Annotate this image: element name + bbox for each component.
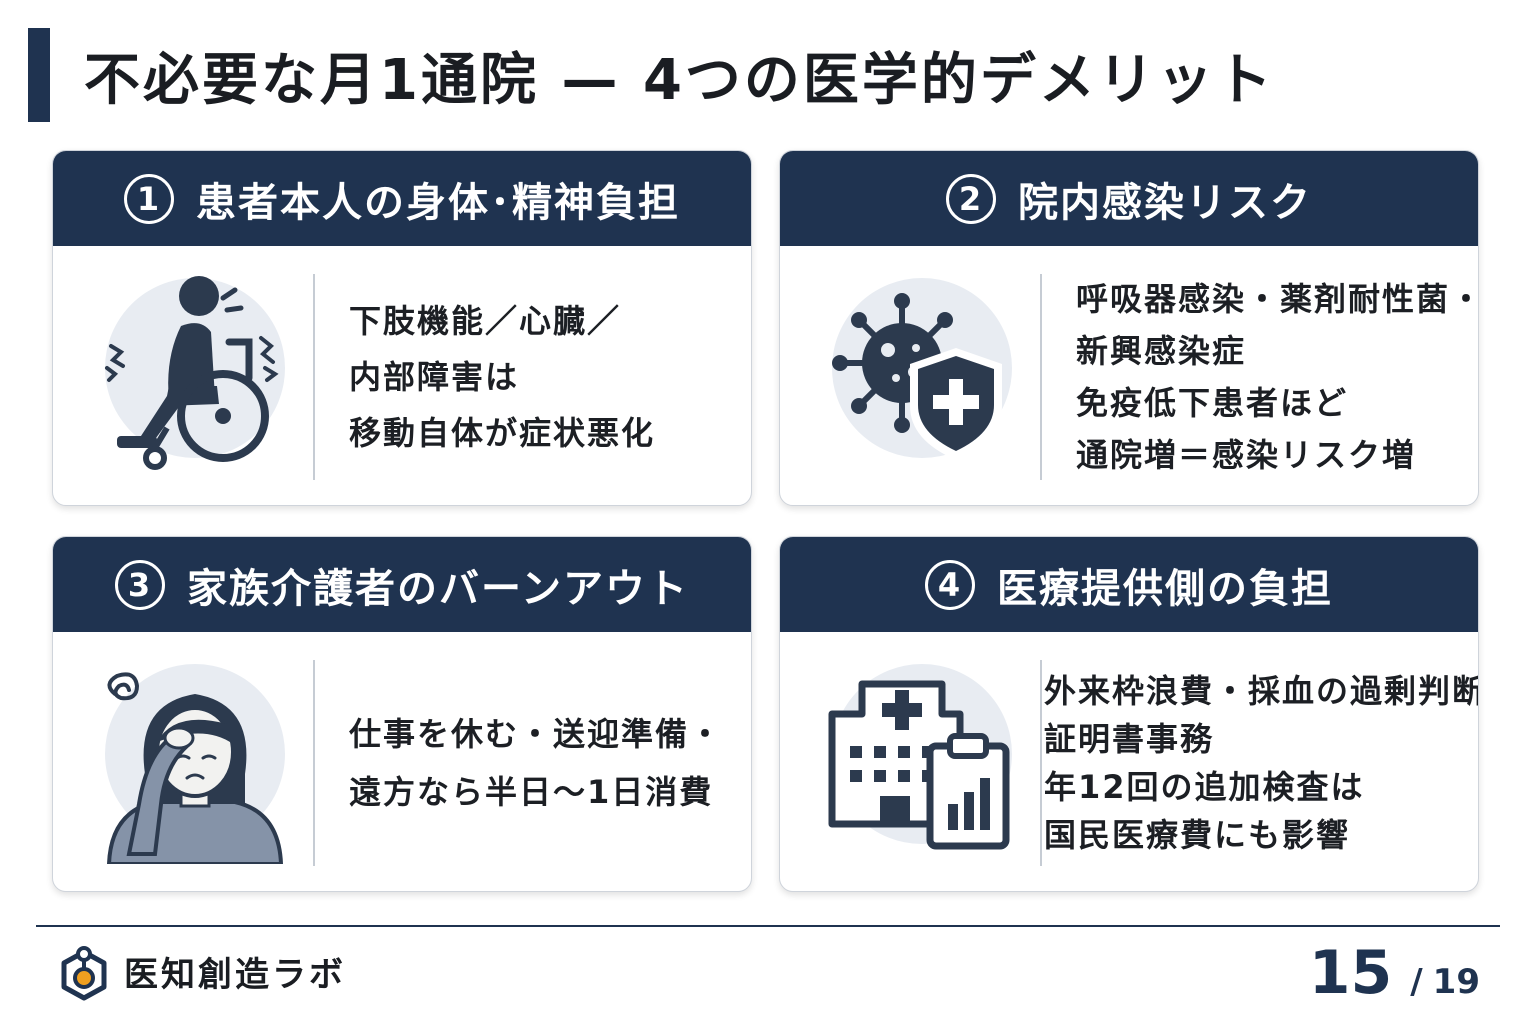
card-heading: 医療提供側の負担 xyxy=(997,565,1333,612)
card-text-line: 国民医療費にも影響 xyxy=(1044,815,1351,854)
card-text-line: 外来枠浪費・採血の過剰判断・ xyxy=(1044,671,1479,710)
card-number-badge: 2 xyxy=(946,173,996,224)
card-number-badge: 1 xyxy=(124,173,174,224)
card-description: 仕事を休む・送迎準備・ 遠方なら半日～1日消費 xyxy=(349,632,727,891)
page-total: 19 xyxy=(1432,962,1480,1002)
card-description: 外来枠浪費・採血の過剰判断・ 証明書事務 年12回の追加検査は 国民医療費にも影… xyxy=(1044,632,1479,891)
card-text-line: 移動自体が症状悪化 xyxy=(349,413,656,452)
card-header: 3 家族介護者のバーンアウト xyxy=(53,537,751,632)
footer-divider xyxy=(36,925,1500,927)
card-text-line: 免疫低下患者ほど xyxy=(1076,383,1349,422)
page-title: 不必要な月1通院 — 4つの医学的デメリット xyxy=(84,48,1275,113)
card-number-badge: 4 xyxy=(925,559,975,610)
virus-shield-icon xyxy=(822,268,1022,478)
card-text-line: 遠方なら半日～1日消費 xyxy=(349,772,714,811)
card-caregiver-burnout: 3 家族介護者のバーンアウト 仕事を休む・送迎準備・ 遠方なら半日～1日消費 xyxy=(52,536,752,892)
page-current: 15 xyxy=(1308,938,1393,1008)
card-header: 4 医療提供側の負担 xyxy=(780,537,1478,632)
card-divider xyxy=(1040,274,1042,480)
page-separator: / xyxy=(1410,962,1423,1002)
card-number-badge: 3 xyxy=(115,559,165,610)
wheelchair-person-icon xyxy=(95,268,295,478)
card-infection-risk: 2 院内感染リスク xyxy=(779,150,1479,506)
card-text-line: 仕事を休む・送迎準備・ xyxy=(349,714,724,753)
card-heading: 院内感染リスク xyxy=(1018,179,1312,226)
brand-name: 医知創造ラボ xyxy=(124,955,346,995)
card-text-line: 通院増＝感染リスク増 xyxy=(1076,435,1417,474)
card-text-line: 下肢機能／心臓／ xyxy=(349,301,622,340)
card-description: 呼吸器感染・薬剤耐性菌・ 新興感染症 免疫低下患者ほど 通院増＝感染リスク増 xyxy=(1076,246,1479,505)
card-heading: 患者本人の身体･精神負担 xyxy=(196,179,680,226)
card-text-line: 年12回の追加検査は xyxy=(1044,767,1365,806)
card-divider xyxy=(1040,660,1042,866)
card-description: 下肢機能／心臓／ 内部障害は 移動自体が症状悪化 xyxy=(349,246,727,505)
hospital-clipboard-icon xyxy=(822,654,1022,864)
card-divider xyxy=(313,274,315,480)
card-header: 1 患者本人の身体･精神負担 xyxy=(53,151,751,246)
card-text-line: 呼吸器感染・薬剤耐性菌・ xyxy=(1076,279,1479,318)
card-text-line: 新興感染症 xyxy=(1076,331,1247,370)
card-divider xyxy=(313,660,315,866)
exhausted-caregiver-icon xyxy=(95,654,295,866)
card-text-line: 内部障害は xyxy=(349,357,520,396)
card-header: 2 院内感染リスク xyxy=(780,151,1478,246)
card-patient-burden: 1 患者本人の身体･精神負担 xyxy=(52,150,752,506)
page-indicator: 15 / 19 xyxy=(1309,938,1480,1008)
card-text-line: 証明書事務 xyxy=(1044,719,1215,758)
card-provider-burden: 4 医療提供側の負担 xyxy=(779,536,1479,892)
hexagon-logo-icon xyxy=(58,946,110,1004)
title-accent-bar xyxy=(28,28,50,122)
card-heading: 家族介護者のバーンアウト xyxy=(187,565,689,612)
